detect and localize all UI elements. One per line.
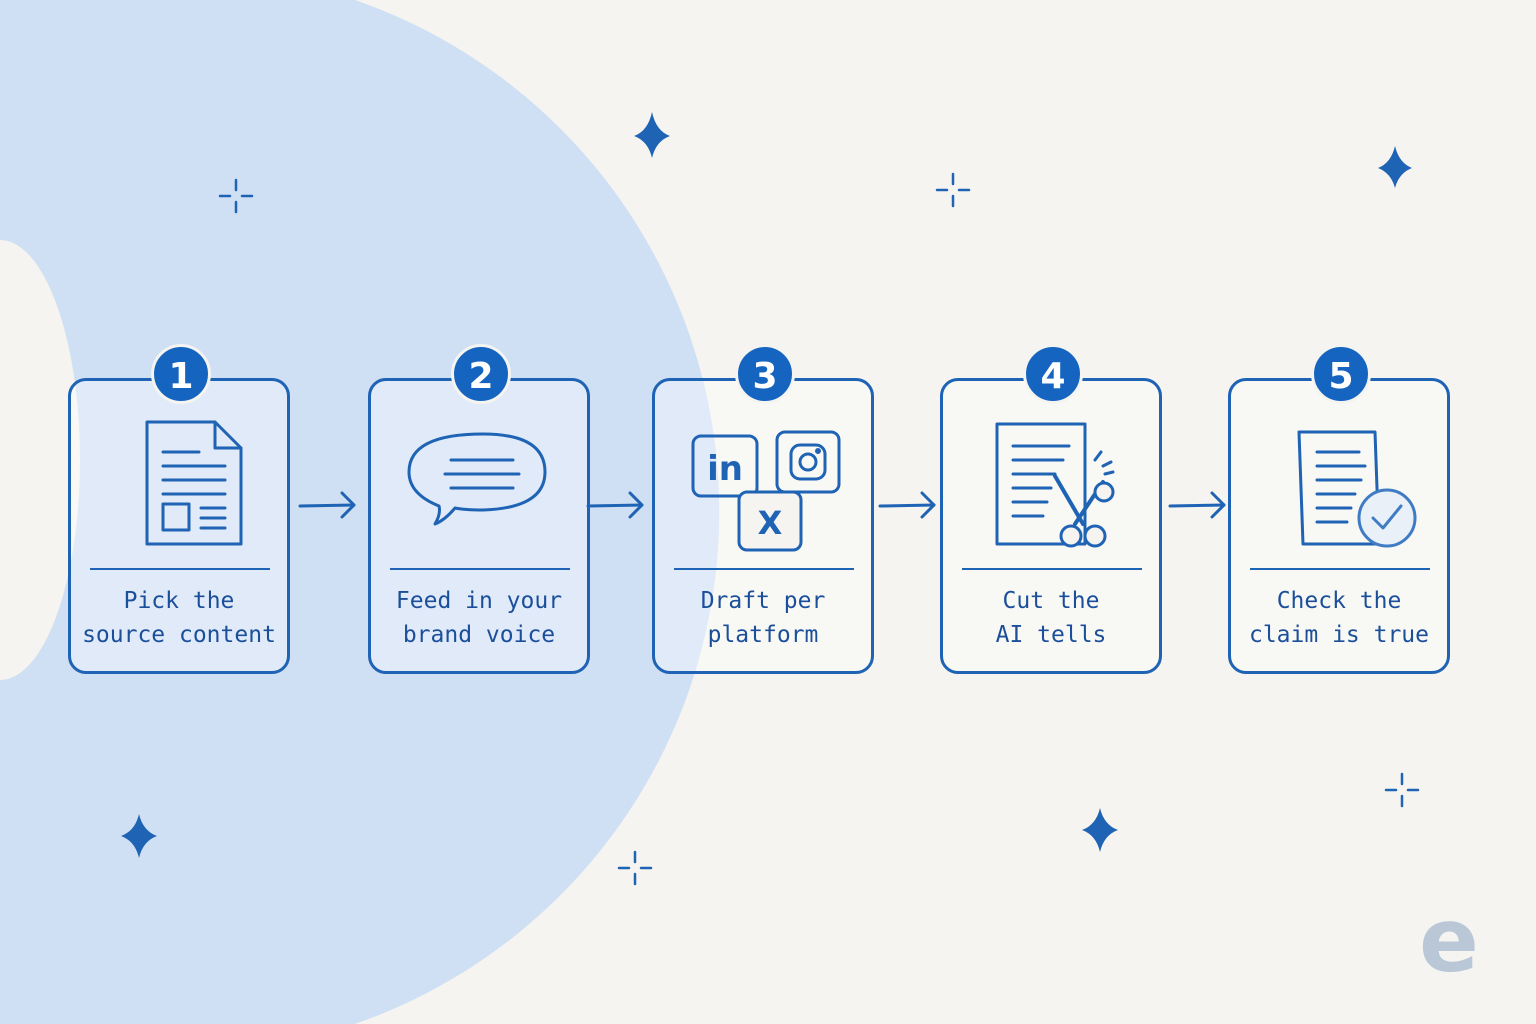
sparkle-icon	[1082, 808, 1118, 852]
sparkle-cross-icon	[617, 850, 653, 886]
card-divider	[1250, 568, 1430, 570]
social-platforms-icon: in X	[691, 430, 841, 552]
arrow-right-icon	[298, 491, 356, 519]
sparkle-cross-icon	[218, 178, 254, 214]
step-card	[368, 378, 590, 674]
background-circle	[0, 0, 720, 1024]
linkedin-icon: in	[691, 434, 759, 498]
step-card	[68, 378, 290, 674]
sparkle-cross-icon	[935, 172, 971, 208]
step-label: Feed in your brand voice	[395, 588, 563, 648]
inner-cutout	[0, 240, 80, 680]
checked-document-icon	[1297, 430, 1417, 548]
step-label: Cut the AI tells	[995, 588, 1107, 648]
arrow-right-icon	[586, 491, 644, 519]
step-1: 1 Pick the source content	[68, 344, 294, 678]
step-card	[940, 378, 1162, 674]
card-divider	[674, 568, 854, 570]
step-number-badge: 1	[151, 344, 211, 404]
arrow-right-icon	[1168, 491, 1226, 519]
step-label: Check the claim is true	[1248, 588, 1429, 648]
instagram-icon	[775, 430, 841, 494]
card-divider	[90, 568, 270, 570]
svg-text:in: in	[707, 449, 743, 489]
svg-text:X: X	[758, 504, 783, 542]
card-divider	[390, 568, 570, 570]
sparkle-cross-icon	[1384, 772, 1420, 808]
step-label: Draft per platform	[700, 588, 826, 648]
step-5: 5 Check the claim is true	[1228, 344, 1454, 678]
arrow-right-icon	[878, 491, 936, 519]
step-number-badge: 2	[451, 344, 511, 404]
step-label: Pick the source content	[82, 588, 276, 648]
speech-bubble-icon	[407, 432, 547, 526]
card-divider	[962, 568, 1142, 570]
sparkle-icon	[634, 112, 670, 158]
step-4: 4 Cut the AI tells	[940, 344, 1166, 678]
step-2: 2 Feed in your brand voice	[368, 344, 594, 678]
step-number-badge: 4	[1023, 344, 1083, 404]
step-3: 3 in X Draft per platform	[652, 344, 878, 678]
sparkle-icon	[121, 814, 157, 858]
x-icon: X	[737, 490, 803, 552]
brand-logo: e	[1419, 889, 1479, 992]
sparkle-icon	[1378, 146, 1412, 188]
document-icon	[145, 420, 243, 546]
scissors-document-icon	[995, 422, 1115, 548]
step-number-badge: 5	[1311, 344, 1371, 404]
step-number-badge: 3	[735, 344, 795, 404]
